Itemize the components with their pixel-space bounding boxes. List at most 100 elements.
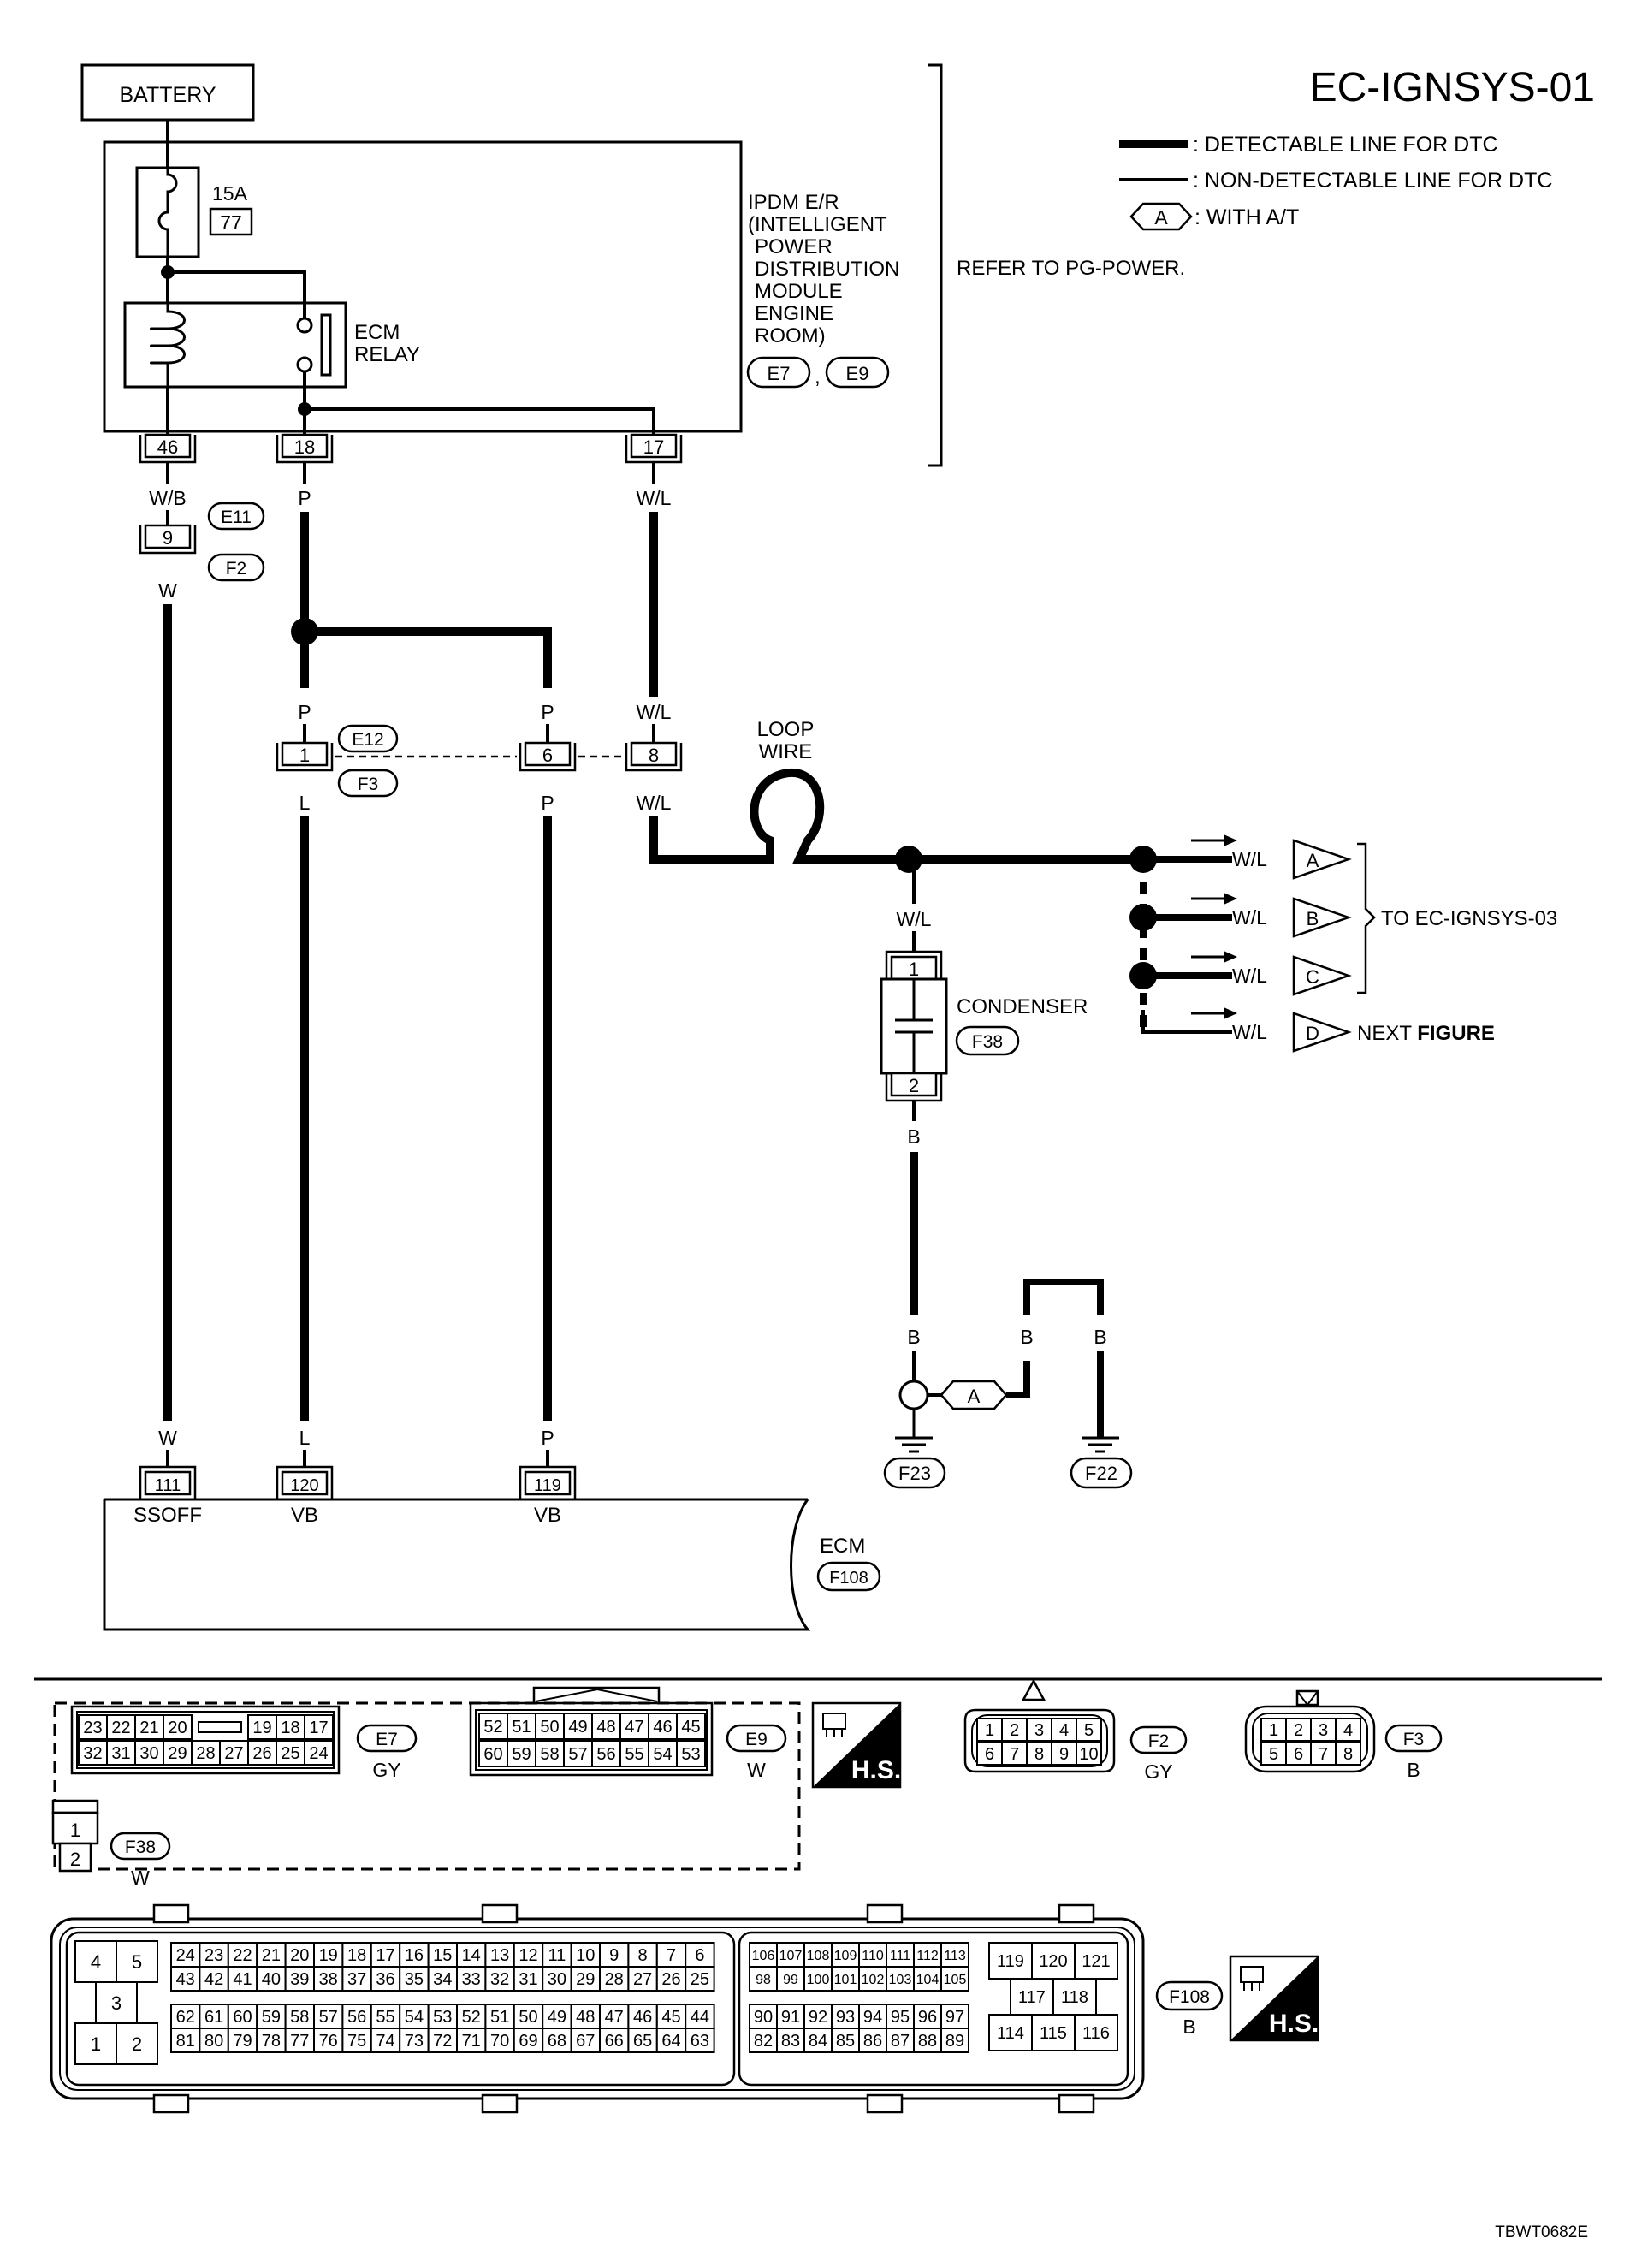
f108-pin-77: 77	[290, 2032, 309, 2051]
legend-non-detectable-text: : NON-DETECTABLE LINE FOR DTC	[1193, 169, 1552, 193]
f108-pin-11: 11	[548, 1946, 566, 1965]
e7-pin-26: 26	[252, 1744, 271, 1763]
e9-pin-59: 59	[512, 1745, 531, 1764]
f108-pin-66: 66	[605, 2032, 624, 2051]
f108-pin-79-cell	[227, 2028, 258, 2053]
f3-pin-1-cell	[1260, 1718, 1287, 1742]
e9-pin-60: 60	[483, 1745, 502, 1764]
f108-pin-103: 103	[889, 1973, 912, 1987]
f108-pin-3: 3	[111, 1992, 122, 2014]
ecm-pin-111-num: 111	[155, 1476, 181, 1495]
ecm-box	[103, 1499, 811, 1631]
e9-pin-45: 45	[681, 1718, 700, 1737]
f108-pin-16: 16	[405, 1946, 424, 1965]
ecm-pin-119: 119 VB	[519, 1465, 577, 1527]
ipdm-terminal-17-label: 17	[643, 436, 664, 458]
relay-feed-wire	[168, 270, 306, 318]
f108-pin-54: 54	[405, 2008, 424, 2027]
f108-id-oval	[1155, 1980, 1224, 2011]
f108-pin-3-cell	[95, 1981, 138, 2024]
f2-pin-10-cell	[1076, 1742, 1102, 1766]
f108-pin-82: 82	[754, 2032, 773, 2051]
wire-9-color: W	[158, 579, 177, 602]
f3-outline	[1244, 1705, 1376, 1773]
wire-l-color: L	[299, 792, 311, 814]
f108-pin-106: 106	[752, 1949, 775, 1963]
joint-e12-pin-1: 1	[276, 741, 334, 772]
e9-pin-52: 52	[483, 1718, 502, 1737]
ecm-pin-119-name: VB	[534, 1504, 561, 1527]
joint-e11-terminal: 9	[139, 524, 197, 555]
f2-oval	[207, 553, 265, 582]
f108-pin-59-cell	[256, 2004, 287, 2029]
f108-pin-19: 19	[319, 1946, 338, 1965]
f108-pin-80: 80	[204, 2032, 223, 2051]
output-a: W/L A	[1143, 834, 1352, 880]
f2-pin-7-cell	[1001, 1742, 1028, 1766]
e9-pin-58: 58	[540, 1745, 559, 1764]
e7-pin-18: 18	[281, 1719, 299, 1737]
ipdm-conn2: E9	[846, 363, 869, 384]
f2-pin-10: 10	[1079, 1745, 1098, 1764]
f108-pin-36: 36	[376, 1970, 394, 1989]
ground-open-terminal	[898, 1380, 929, 1410]
f108-pin-57: 57	[319, 2008, 338, 2027]
ecm-pin-111: 111 SSOFF	[133, 1465, 202, 1527]
ipdm-line-6: ROOM)	[755, 324, 826, 347]
f38-id-oval	[110, 1832, 171, 1861]
f108-pin-10-cell	[570, 1942, 601, 1968]
f108-pin-89: 89	[945, 2032, 964, 2051]
f108-pin-62: 62	[176, 2008, 195, 2027]
f108-pin-23: 23	[204, 1946, 223, 1965]
f108-pin-101: 101	[834, 1973, 857, 1987]
legend-detectable-text: : DETECTABLE LINE FOR DTC	[1193, 133, 1498, 157]
f108-pin-8: 8	[638, 1946, 648, 1965]
e7-pin-32-cell	[78, 1740, 108, 1766]
e9-color: W	[747, 1759, 766, 1781]
ipdm-conn-sep: ,	[815, 365, 821, 389]
wire-w-ecm-color: W	[158, 1427, 177, 1449]
f108-pin-27-cell	[627, 1966, 658, 1992]
f108-pin-90: 90	[754, 2008, 773, 2027]
hs-icon: H.S.	[811, 1701, 902, 1789]
f108-pin-4-cell	[74, 1940, 117, 1983]
f38-label: F38	[972, 1032, 1003, 1052]
output-b-wire: W/L	[1232, 906, 1267, 929]
relay-contact-top	[296, 317, 313, 334]
wire-wl8-color: W/L	[637, 701, 672, 723]
next-figure-text: NEXT FIGURE	[1357, 1022, 1495, 1045]
f108-tab-3	[866, 1903, 904, 1924]
f3-pin-5: 5	[1269, 1745, 1278, 1764]
ipdm-terminal-46: 46	[139, 433, 197, 464]
f108-pin-89-cell	[940, 2028, 969, 2053]
ecm-conn: F108	[829, 1569, 868, 1588]
f108-pin-87: 87	[891, 2032, 910, 2051]
wire-l-ecm-color: L	[299, 1427, 311, 1449]
f108-pin-31: 31	[519, 1970, 537, 1989]
f3-oval	[337, 769, 399, 798]
f108-pin-25-cell	[685, 1966, 715, 1992]
f108-pin-18: 18	[347, 1946, 366, 1965]
f108-pin-35-cell	[399, 1966, 430, 1992]
f3-pin-6-cell	[1285, 1742, 1312, 1766]
f108-pin-98: 98	[756, 1973, 771, 1987]
f108-pin-82-cell	[749, 2028, 778, 2053]
output-c: W/L C	[1143, 951, 1352, 996]
f108-pin-65: 65	[633, 2032, 652, 2051]
ecm-pin-119-num: 119	[534, 1476, 561, 1495]
f108-pin-39-cell	[284, 1966, 316, 1992]
ipdm-line-0: IPDM E/R	[748, 191, 839, 214]
e9-pin-55: 55	[625, 1745, 643, 1764]
f108-tab-8	[1058, 2093, 1095, 2114]
f108-pin-73: 73	[405, 2032, 424, 2051]
condenser-pin-1: 1	[885, 950, 943, 981]
f108-tab-6	[481, 2093, 519, 2114]
next-figure-prefix: NEXT	[1357, 1022, 1417, 1045]
ecm-pin-120-num: 120	[290, 1476, 318, 1495]
f108-tab-4	[1058, 1903, 1095, 1924]
e9-pin-48-cell	[591, 1713, 621, 1740]
f108-pin-9-cell	[599, 1942, 630, 1968]
f2-pin-5-cell	[1076, 1718, 1102, 1742]
e7-pin-19-cell	[247, 1714, 277, 1740]
